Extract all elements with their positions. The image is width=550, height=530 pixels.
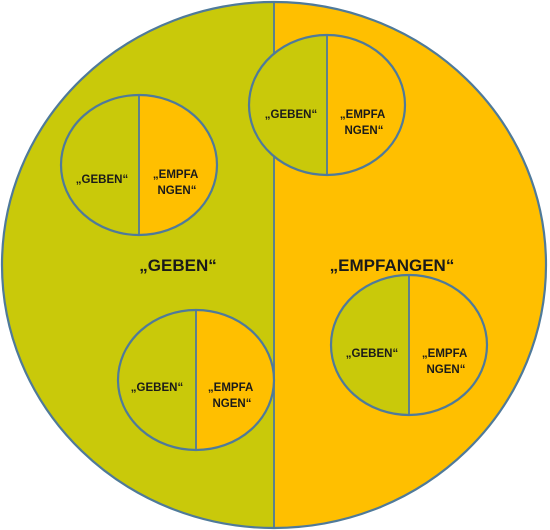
sub-circle-upper-left: „GEBEN“ „EMPFA NGEN“: [59, 93, 219, 237]
sub-circle-lower-left: „GEBEN“ „EMPFA NGEN“: [116, 308, 276, 452]
sub-empfangen-label: „EMPFA NGEN“: [422, 348, 470, 376]
sub-empfangen-label: „EMPFA NGEN“: [340, 109, 388, 137]
sub-outline: [116, 308, 276, 452]
sub-outline: [59, 93, 219, 237]
sub-empfangen-line1: „EMPFA: [340, 109, 385, 121]
sub-empfangen-line1: „EMPFA: [208, 382, 253, 394]
sub-empfangen-line2: NGEN“: [427, 364, 466, 376]
sub-empfangen-line1: „EMPFA: [153, 169, 198, 181]
main-geben-half: [2, 2, 274, 528]
sub-circle-top: „GEBEN“ „EMPFA NGEN“: [247, 33, 407, 177]
sub-geben-label: „GEBEN“: [265, 109, 317, 121]
sub-empfangen-label: „EMPFA NGEN“: [153, 169, 201, 197]
sub-empfangen-line2: NGEN“: [213, 398, 252, 410]
main-empfangen-label: „EMPFANGEN“: [330, 256, 455, 275]
sub-outline: [247, 33, 407, 177]
main-geben-label: „GEBEN“: [139, 256, 216, 275]
sub-geben-label: „GEBEN“: [131, 382, 183, 394]
sub-outline: [329, 273, 489, 417]
sub-empfangen-line1: „EMPFA: [422, 348, 467, 360]
sub-geben-label: „GEBEN“: [76, 174, 128, 186]
sub-empfangen-line2: NGEN“: [158, 185, 197, 197]
sub-circle-right: „GEBEN“ „EMPFA NGEN“: [329, 273, 489, 417]
sub-empfangen-label: „EMPFA NGEN“: [208, 382, 256, 410]
sub-empfangen-line2: NGEN“: [345, 125, 384, 137]
sub-geben-label: „GEBEN“: [346, 348, 398, 360]
